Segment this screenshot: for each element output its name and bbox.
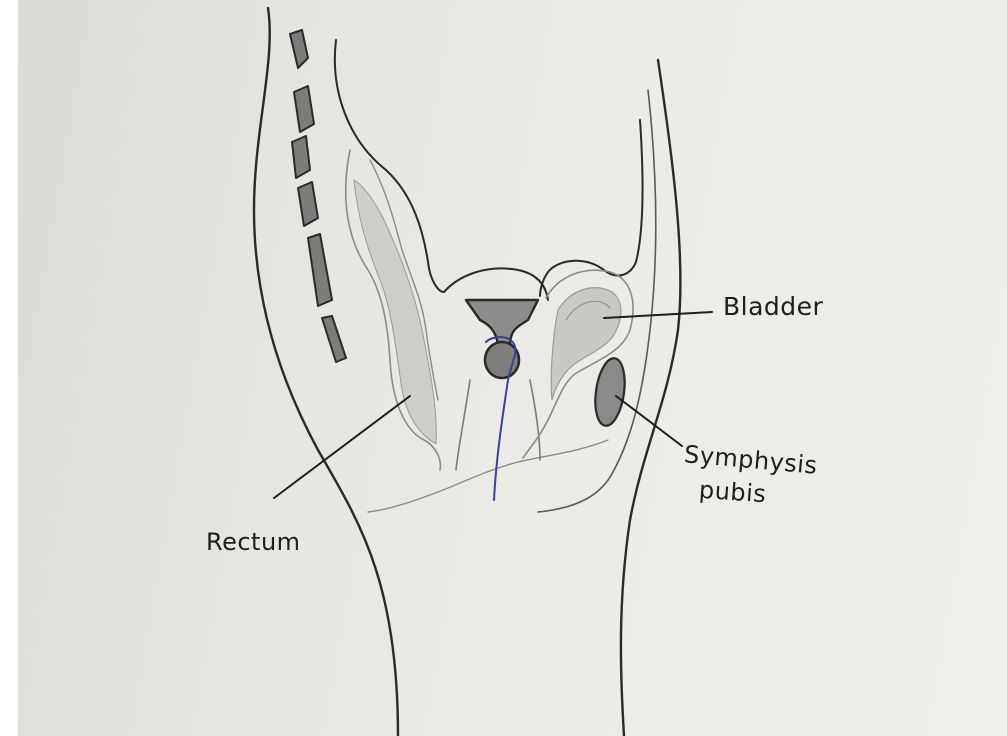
symphysis-leader-line bbox=[616, 396, 682, 446]
paper-sheet: Bladder Symphysis pubis Rectum bbox=[18, 0, 1007, 736]
vertebra-2 bbox=[294, 86, 314, 132]
coccyx bbox=[322, 316, 346, 362]
vertebra-4 bbox=[298, 182, 318, 226]
pelvic-floor-outline bbox=[368, 440, 608, 512]
rectum-fill bbox=[354, 180, 436, 444]
anterior-body-outline bbox=[621, 60, 681, 736]
symphysis-pubis bbox=[591, 356, 628, 427]
bladder-label: Bladder bbox=[723, 292, 823, 321]
vaginal-wall-right bbox=[530, 380, 540, 460]
cervix-canal-outline bbox=[466, 300, 538, 345]
sagittal-pelvis-diagram bbox=[18, 0, 1007, 736]
vaginal-wall-left bbox=[456, 380, 470, 470]
vertebra-3 bbox=[292, 136, 310, 178]
vertebra-1 bbox=[290, 30, 308, 68]
rectum-label: Rectum bbox=[206, 528, 301, 556]
uterus-outline bbox=[444, 268, 548, 300]
posterior-body-outline bbox=[254, 8, 398, 736]
symphysis-label-line2: pubis bbox=[698, 476, 767, 509]
vertebra-5 bbox=[308, 234, 332, 306]
rectum-leader-line bbox=[274, 396, 410, 498]
